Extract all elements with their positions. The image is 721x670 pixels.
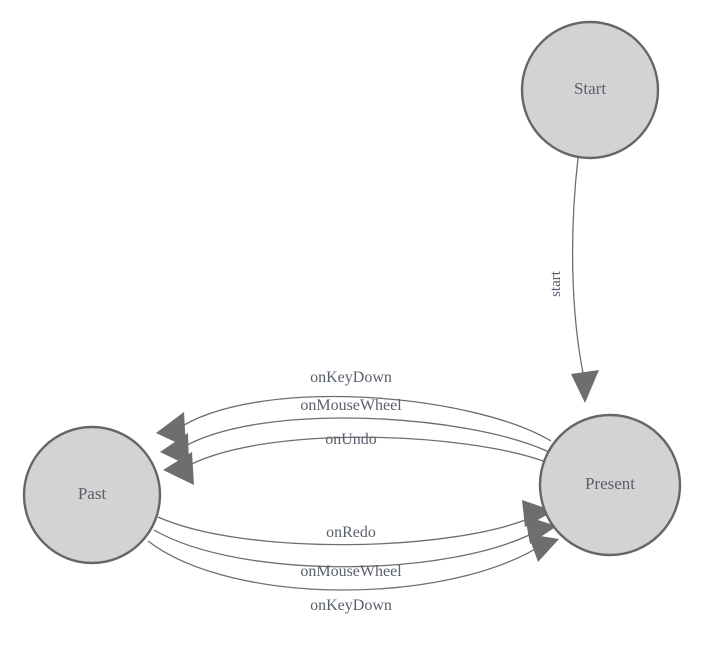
edge-start-to-present-arrowhead [571, 370, 599, 403]
node-start[interactable]: Start [520, 20, 660, 160]
node-present-circle [538, 413, 682, 557]
node-present[interactable]: Present [538, 413, 682, 557]
edge-start-to-present-path [571, 157, 585, 379]
node-past-label: Past [78, 484, 107, 503]
node-start-label: Start [574, 79, 606, 98]
edge-present-to-past-onundo-arrowhead [163, 452, 194, 485]
edge-present-to-past-onundo[interactable]: onUndo [163, 431, 547, 485]
edge-past-to-present-onkeydown-path [147, 540, 546, 591]
edge-present-to-past-onkeydown-arrowhead [156, 412, 186, 447]
edge-label-bottom-2: onMouseWheel [300, 563, 402, 580]
edge-past-to-present-onkeydown-arrowhead [528, 534, 559, 562]
edge-present-to-past-onundo-path [183, 436, 547, 469]
edge-label-top-3: onUndo [325, 431, 377, 448]
edge-label-top-2: onMouseWheel [300, 397, 402, 414]
edge-present-to-past-onmousewheel[interactable]: onMouseWheel [160, 397, 550, 466]
node-present-label: Present [585, 474, 635, 493]
edge-present-to-past-onkeydown-path [175, 395, 552, 442]
edge-past-to-present-onmousewheel-path [153, 529, 540, 568]
edge-label-start: start [548, 270, 564, 297]
edge-past-to-present-onkeydown[interactable]: onKeyDown [147, 534, 559, 614]
node-start-circle [520, 20, 660, 160]
edge-present-to-past-onmousewheel-arrowhead [160, 433, 189, 466]
edge-past-to-present-onredo-path [157, 515, 536, 546]
edge-label-bottom-3: onKeyDown [310, 597, 392, 614]
edge-label-top-1: onKeyDown [310, 369, 392, 386]
edge-present-to-past-onmousewheel-path [179, 417, 550, 453]
node-past-circle [22, 425, 162, 565]
edge-past-to-present-onredo[interactable]: onRedo [157, 500, 554, 546]
node-past[interactable]: Past [22, 425, 162, 565]
edge-present-to-past-onkeydown[interactable]: onKeyDown [156, 369, 552, 447]
edge-label-bottom-1: onRedo [326, 524, 376, 541]
edge-start-to-present[interactable]: start [548, 157, 599, 403]
